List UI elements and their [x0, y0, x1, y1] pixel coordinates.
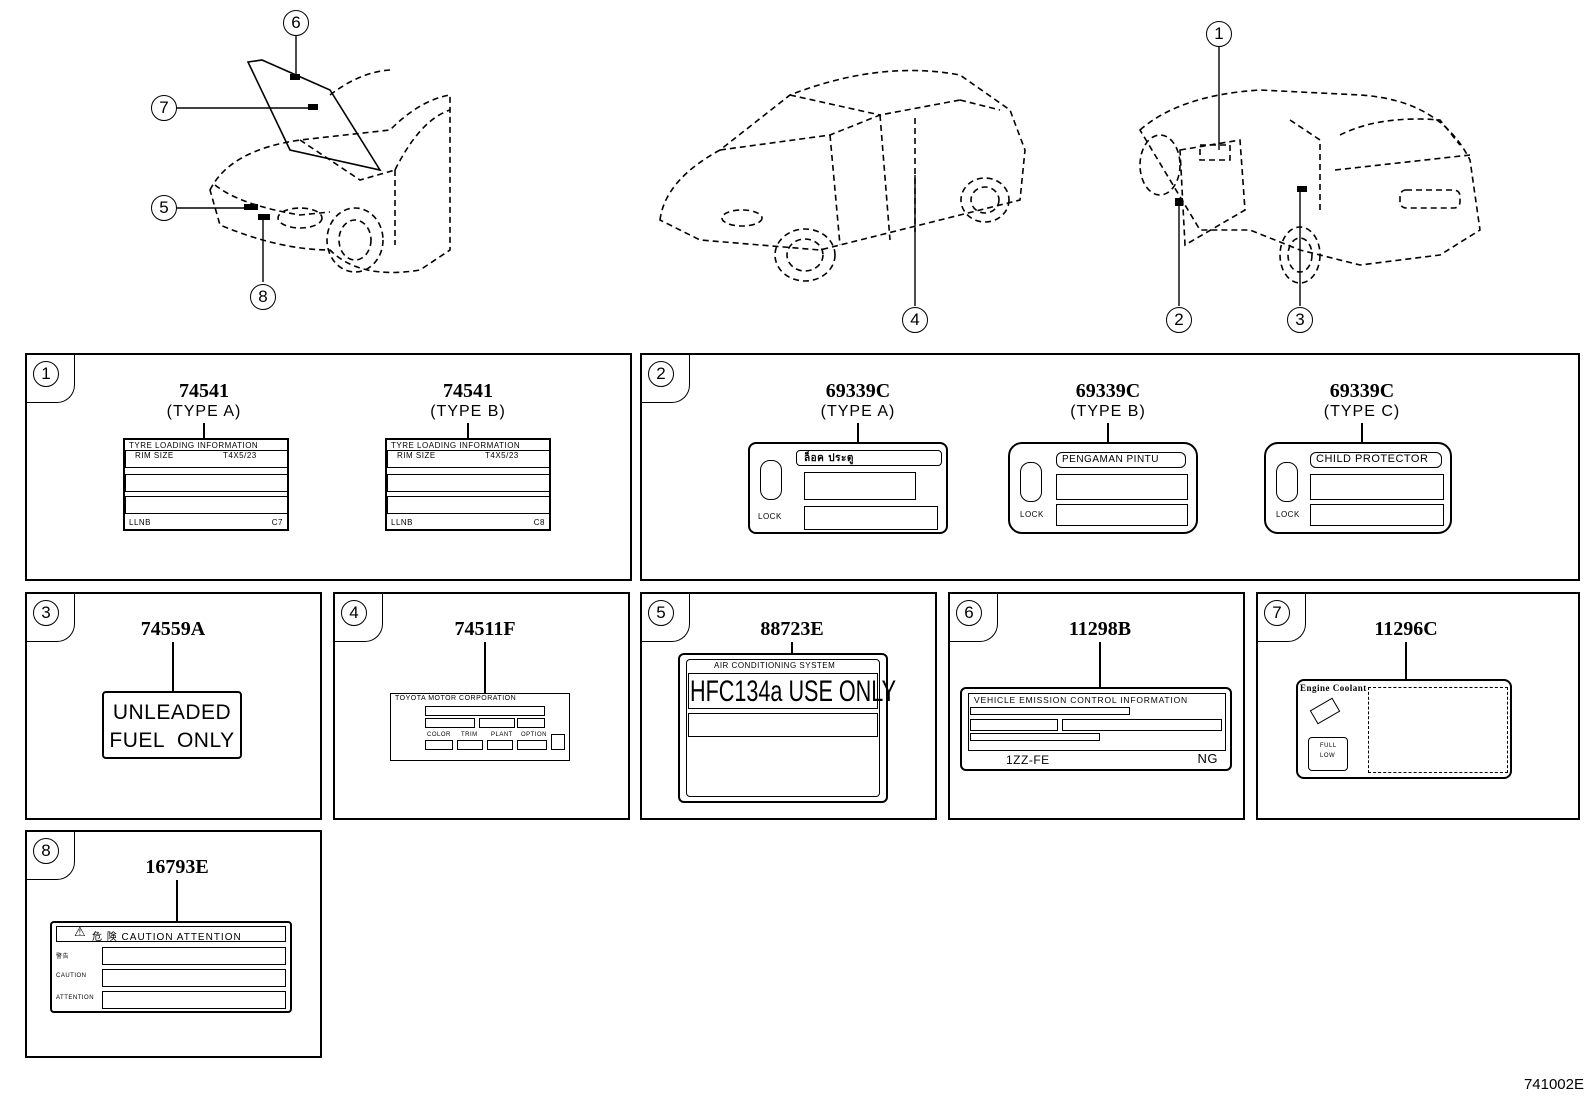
part-number: 69339C [1075, 380, 1141, 402]
unleaded-fuel-label: UNLEADED FUEL ONLY [102, 691, 242, 759]
panel-3: 3 74559A UNLEADED FUEL ONLY [25, 592, 322, 820]
callout-3: 3 [1287, 307, 1313, 333]
part-number: 16793E [145, 856, 209, 878]
ac-refrigerant-label: AIR CONDITIONING SYSTEM HFC134a USE ONLY [678, 653, 896, 803]
panel-number: 5 [648, 600, 674, 626]
panel-number: 1 [33, 361, 59, 387]
vehicle-id-plate: TOYOTA MOTOR CORPORATION COLOR TRIM PLAN… [390, 693, 570, 761]
child-lock-label-a: ล็อค ประตู LOCK [748, 442, 948, 534]
panel-1: 1 74541 (TYPE A) TYRE LOADING INFORMATIO… [25, 353, 632, 581]
tyre-label-a: TYRE LOADING INFORMATION RIM SIZE T4X5/2… [123, 438, 289, 531]
callout-8: 8 [250, 284, 276, 310]
callout-6: 6 [283, 10, 309, 36]
panel-2: 2 69339C (TYPE A) ล็อค ประตู LOCK 69339C… [640, 353, 1580, 581]
callout-4: 4 [902, 307, 928, 333]
panel-8: 8 16793E ⚠ 危 険 CAUTION ATTENTION 警告 CAUT… [25, 830, 322, 1058]
part-number: 11298B [1068, 618, 1132, 640]
callout-5: 5 [151, 195, 177, 221]
panel-number: 7 [1264, 600, 1290, 626]
panel-number: 4 [341, 600, 367, 626]
type-label: (TYPE B) [1070, 403, 1146, 420]
part-number: 74559A [140, 618, 206, 640]
panel-number: 6 [956, 600, 982, 626]
callout-7: 7 [151, 95, 177, 121]
panel-number: 3 [33, 600, 59, 626]
child-lock-label-b: PENGAMAN PINTU LOCK [1008, 442, 1198, 534]
tyre-label-b: TYRE LOADING INFORMATION RIM SIZE T4X5/2… [385, 438, 551, 531]
part-number: 74541 [179, 380, 229, 402]
part-number: 74511F [454, 618, 516, 640]
part-number: 69339C [825, 380, 891, 402]
vehicle-illustrations [176, 36, 1481, 306]
part-number: 88723E [760, 618, 824, 640]
type-label: (TYPE A) [820, 403, 896, 420]
part-number: 11296C [1374, 618, 1438, 640]
callout-1: 1 [1206, 21, 1232, 47]
child-lock-label-c: CHILD PROTECTOR LOCK [1264, 442, 1452, 534]
type-label: (TYPE A) [166, 403, 242, 420]
part-number: 74541 [443, 380, 493, 402]
engine-coolant-label: Engine Coolant FULL LOW [1296, 679, 1512, 779]
panel-number: 2 [648, 361, 674, 387]
type-label: (TYPE C) [1323, 403, 1401, 420]
emission-control-label: VEHICLE EMISSION CONTROL INFORMATION 1ZZ… [960, 687, 1232, 771]
part-number: 69339C [1329, 380, 1395, 402]
type-label: (TYPE B) [430, 403, 506, 420]
drawing-code: 741002E [1523, 1076, 1584, 1093]
panel-5: 5 88723E AIR CONDITIONING SYSTEM HFC134a… [640, 592, 937, 820]
caution-label: ⚠ 危 険 CAUTION ATTENTION 警告 CAUTION ATTEN… [50, 921, 292, 1013]
panel-number: 8 [33, 838, 59, 864]
panel-4: 4 74511F TOYOTA MOTOR CORPORATION COLOR … [333, 592, 630, 820]
warning-icon: ⚠ [74, 925, 86, 940]
callout-2: 2 [1166, 307, 1192, 333]
panel-6: 6 11298B VEHICLE EMISSION CONTROL INFORM… [948, 592, 1245, 820]
panel-7: 7 11296C Engine Coolant FULL LOW [1256, 592, 1580, 820]
